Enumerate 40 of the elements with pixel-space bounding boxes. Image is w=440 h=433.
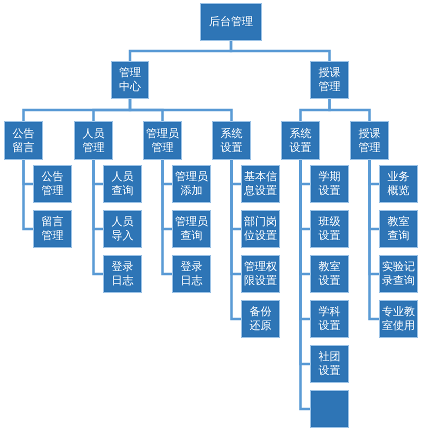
- org-box: 公告留言: [4, 121, 43, 160]
- org-box: 授课管理: [350, 121, 389, 160]
- org-box: 登录日志: [103, 255, 142, 293]
- connector-line: [299, 160, 310, 410]
- org-box: 管理员管理: [143, 121, 182, 160]
- org-box: 管理员添加: [172, 165, 211, 203]
- org-box: 基本信息设置: [241, 165, 280, 203]
- org-box: 学科设置: [310, 300, 349, 338]
- org-box: 管理中心: [111, 61, 149, 99]
- org-box: 人员管理: [74, 121, 113, 160]
- org-box: 管理员查询: [172, 210, 211, 248]
- org-box: 专业教室使用: [379, 300, 418, 338]
- org-box: 人员查询: [103, 165, 142, 203]
- org-box: 授课管理: [310, 61, 349, 99]
- org-box: 部门岗位设置: [241, 210, 280, 248]
- empty-box: [310, 390, 349, 428]
- org-box: 后台管理: [200, 3, 262, 41]
- connector-line: [22, 160, 33, 230]
- connector-line: [230, 160, 241, 320]
- org-box: 实验记录查询: [379, 255, 418, 293]
- org-box: 教室设置: [310, 255, 349, 293]
- org-box: 系统设置: [281, 121, 320, 160]
- org-box: 管理权限设置: [241, 255, 280, 293]
- connector-line: [230, 41, 331, 61]
- org-box: 学期设置: [310, 165, 349, 203]
- org-box: 教室查询: [379, 210, 418, 248]
- org-box: 公告管理: [33, 165, 72, 203]
- org-box: 系统设置: [212, 121, 251, 160]
- connector-line: [368, 160, 379, 320]
- connector-line: [92, 160, 103, 276]
- org-box: 业务概览: [379, 165, 418, 203]
- org-box: 社团设置: [310, 345, 349, 383]
- org-box: 班级设置: [310, 210, 349, 248]
- org-box: 人员导入: [103, 210, 142, 248]
- org-box: 备份还原: [241, 300, 280, 338]
- org-box: 登录日志: [172, 255, 211, 293]
- connector-line: [161, 160, 172, 276]
- connector-line: [128, 99, 233, 121]
- org-box: 留言管理: [33, 210, 72, 248]
- connector-line: [328, 99, 371, 121]
